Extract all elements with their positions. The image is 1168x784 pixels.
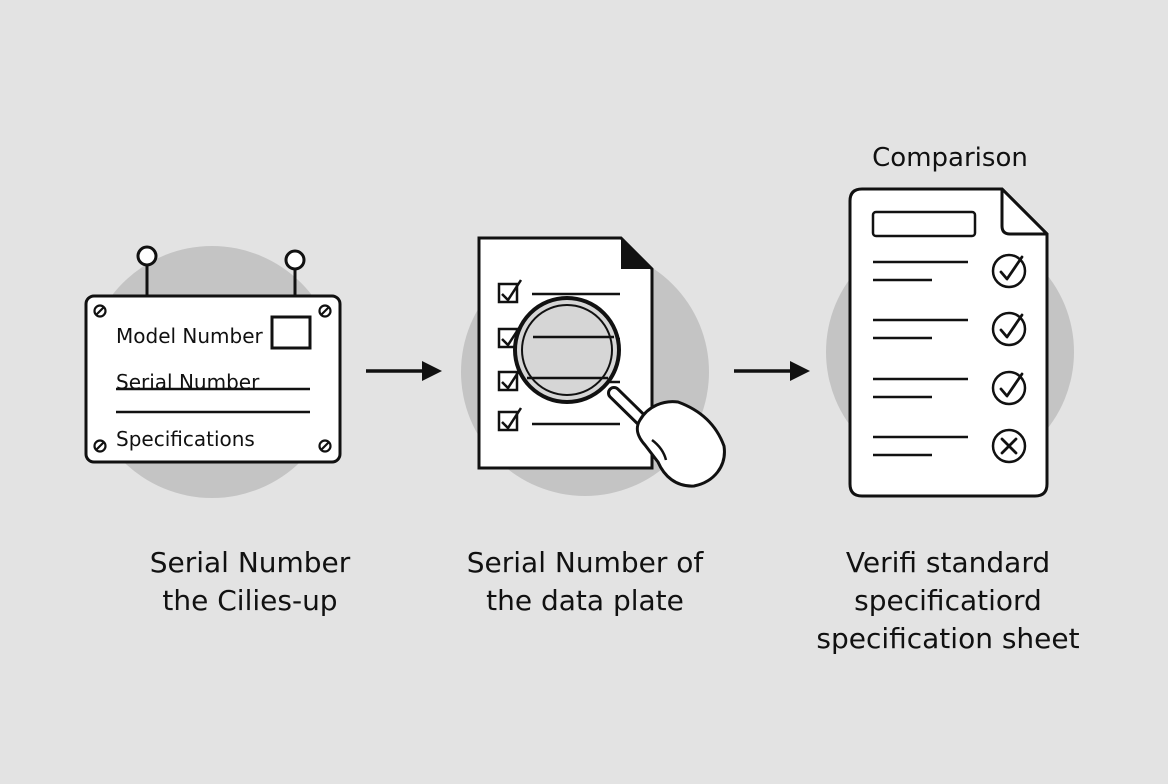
step-2-caption: Serial Number of the data plate <box>405 544 765 620</box>
check-icon <box>991 253 1027 289</box>
plate-spec-label: Specifications <box>116 427 255 451</box>
step-3-spec-sheet <box>826 187 1074 498</box>
checklist-marks <box>991 253 1027 464</box>
cross-icon <box>991 428 1027 464</box>
arrow-2 <box>734 361 810 381</box>
step-3-caption-line-2: specificatiord <box>854 584 1042 617</box>
check-icon <box>991 370 1027 406</box>
plate-model-box <box>270 315 312 350</box>
document-fold <box>621 238 652 269</box>
comparison-heading: Comparison <box>872 143 1028 173</box>
check-icon <box>991 311 1027 347</box>
plate-model-label: Model Number <box>116 324 264 348</box>
plate-serial-label: Serial Number <box>116 370 260 394</box>
step-3-caption-line-1: Verifi standard <box>845 546 1051 579</box>
spec-sheet-title-bar <box>871 210 977 238</box>
plate-screws <box>93 304 332 453</box>
step-3-caption-line-3: specification sheet <box>816 622 1080 655</box>
step-3-caption: Verifi standard specificatiord specifica… <box>768 544 1128 658</box>
step-2-inspection <box>461 236 726 496</box>
hand-icon <box>635 400 726 488</box>
arrow-1 <box>366 361 442 381</box>
step-1-caption-line-2: the Cilies-up <box>162 584 338 617</box>
step-1-caption-line-1: Serial Number <box>149 546 351 579</box>
spec-sheet-lines <box>873 260 968 457</box>
step-1-data-plate: Model Number Serial Number Specification… <box>84 245 342 498</box>
step-2-caption-line-1: Serial Number of <box>466 546 704 579</box>
spec-sheet-fold <box>1000 187 1049 236</box>
step-1-caption: Serial Number the Cilies-up <box>70 544 430 620</box>
step-2-caption-line-2: the data plate <box>486 584 684 617</box>
